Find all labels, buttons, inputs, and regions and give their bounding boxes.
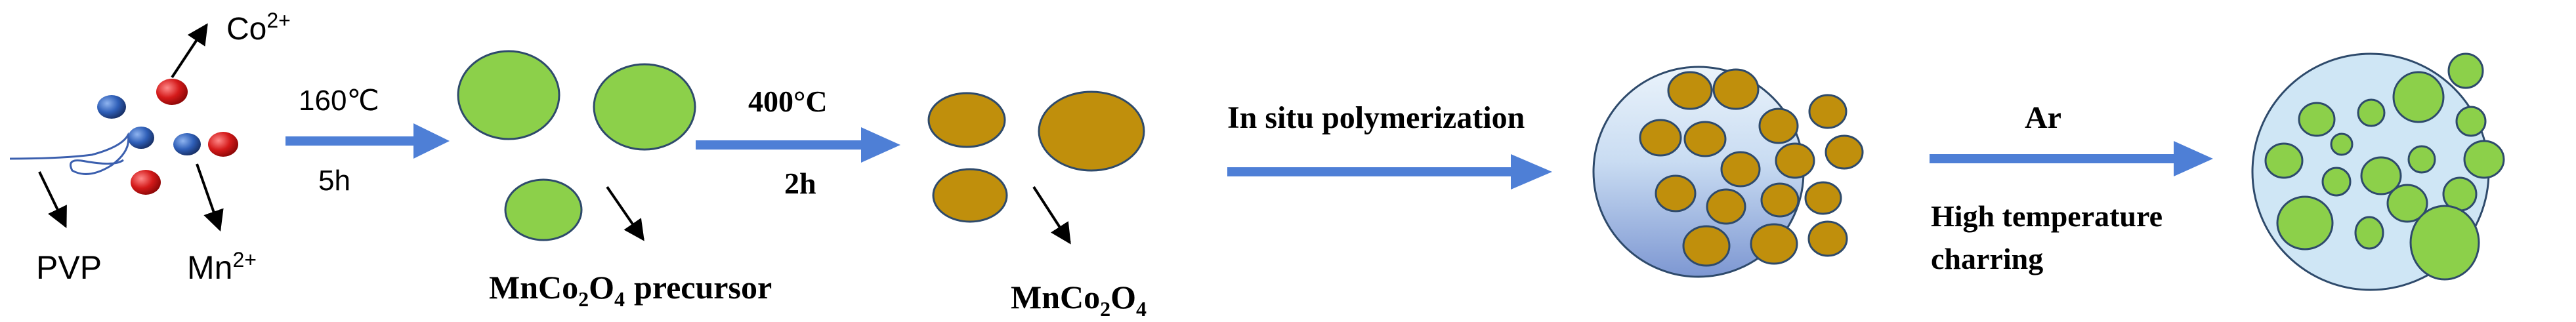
- red-ion: [208, 132, 238, 157]
- embedded-particle: [1807, 220, 1848, 257]
- step2-temperature: 400°C: [748, 85, 828, 118]
- pointer-arrow: [171, 23, 208, 79]
- pvp-label: PVP: [36, 249, 102, 286]
- embedded-particle: [1655, 174, 1697, 212]
- embedded-particle: [1760, 182, 1800, 218]
- embedded-particle: [2330, 132, 2354, 156]
- embedded-particle: [2463, 140, 2505, 179]
- embedded-particle: [1712, 68, 1760, 110]
- embedded-particle: [2455, 106, 2487, 137]
- pointer-arrow: [1032, 186, 1071, 245]
- embedded-particle: [1804, 181, 1842, 215]
- embedded-particle: [2357, 98, 2386, 127]
- precursor-particle: [593, 63, 696, 151]
- embedded-particle: [2276, 195, 2334, 251]
- precursor-particle: [504, 178, 583, 241]
- embedded-particle: [1720, 151, 1761, 188]
- embedded-particle: [2447, 52, 2484, 89]
- step1-time: 5h: [318, 165, 350, 197]
- polymer-sphere: [1592, 66, 1864, 278]
- embedded-particle: [2407, 145, 2436, 174]
- pointer-arrow: [38, 171, 67, 228]
- blue-ion: [173, 133, 201, 155]
- step-arrow-2: [696, 127, 900, 163]
- embedded-particle: [1750, 223, 1798, 265]
- embedded-particle: [2354, 216, 2384, 250]
- pvp-chain: [9, 132, 130, 175]
- precursor-particles: [457, 50, 696, 241]
- embedded-particle: [2321, 167, 2352, 197]
- red-ion: [156, 79, 188, 105]
- step1-temperature: 160℃: [299, 85, 379, 117]
- embedded-particle: [1775, 142, 1815, 179]
- embedded-particle: [1825, 134, 1864, 170]
- step4-condition-line2: charring: [1931, 242, 2043, 275]
- embedded-particle: [2392, 71, 2445, 123]
- carbon-sphere: [2251, 52, 2505, 291]
- embedded-particle: [1683, 121, 1727, 157]
- oxide-particle: [1038, 91, 1145, 172]
- step-arrow-4: [1930, 141, 2213, 176]
- embedded-particle: [2409, 205, 2480, 281]
- step4-gas: Ar: [2025, 100, 2061, 135]
- oxide-particle: [932, 168, 1008, 223]
- embedded-particle: [2298, 102, 2336, 137]
- step4-condition-line1: High temperature: [1931, 199, 2163, 233]
- red-ion: [131, 170, 161, 195]
- blue-ion: [128, 127, 154, 149]
- pointer-arrow: [196, 163, 224, 232]
- embedded-particle: [2264, 142, 2304, 179]
- embedded-particle: [1639, 119, 1682, 157]
- step3-label: In situ polymerization: [1227, 100, 1525, 135]
- oxide-particle: [927, 92, 1006, 148]
- embedded-particle: [2386, 184, 2428, 223]
- precursor-particle: [457, 50, 560, 140]
- blue-ion: [97, 95, 126, 119]
- ion-cluster: [97, 79, 238, 195]
- embedded-particle: [1667, 71, 1713, 110]
- pointer-arrow: [606, 186, 644, 241]
- oxide-label: MnCo2O4: [1011, 279, 1147, 321]
- embedded-particle: [1682, 225, 1731, 267]
- embedded-particle: [1758, 108, 1799, 144]
- cobalt-ion-label: Co2+: [226, 9, 291, 47]
- oxide-particles: [927, 91, 1145, 223]
- embedded-green-particles: [2264, 52, 2505, 281]
- step-arrow-3: [1227, 154, 1552, 190]
- embedded-particle: [2360, 156, 2402, 195]
- embedded-oxide-particles: [1639, 68, 1864, 267]
- manganese-ion-label: Mn2+: [187, 248, 257, 286]
- embedded-particle: [1706, 188, 1746, 225]
- embedded-particle: [1808, 94, 1848, 129]
- step-arrow-1: [285, 123, 450, 159]
- step2-time: 2h: [784, 167, 816, 200]
